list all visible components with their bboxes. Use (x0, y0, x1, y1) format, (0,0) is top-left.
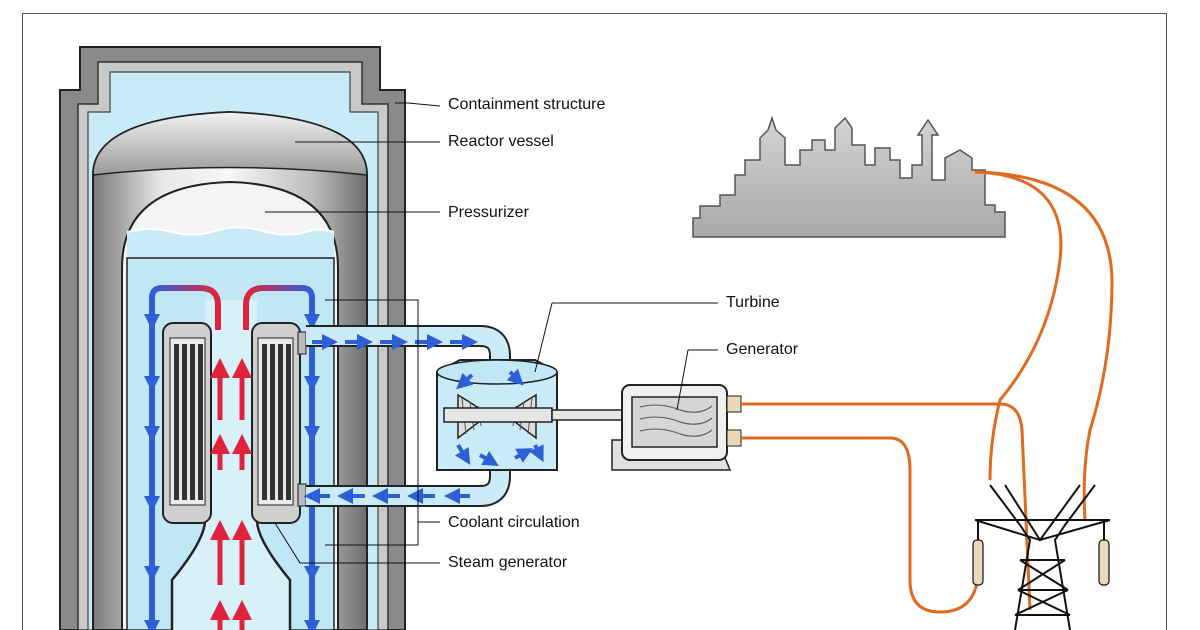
primary-coolant-loop (144, 285, 320, 630)
power-lines (741, 170, 1114, 614)
frame-right-border (1166, 13, 1167, 630)
label-turbine: Turbine (726, 294, 780, 311)
callout-leaders (265, 102, 718, 564)
turbine (436, 359, 558, 471)
label-reactor-vessel: Reactor vessel (448, 133, 554, 150)
steam-generator-left (162, 322, 212, 524)
insulator-right (1098, 539, 1110, 586)
city-skyline (692, 115, 1006, 238)
frame-top-border (22, 13, 1167, 14)
frame-left-border (22, 13, 23, 630)
transmission-tower (974, 484, 1111, 630)
generator (611, 384, 742, 471)
steam-pipes (304, 325, 511, 507)
label-coolant-circulation: Coolant circulation (448, 514, 580, 531)
label-pressurizer: Pressurizer (448, 204, 529, 221)
turbine-shaft (551, 409, 631, 421)
label-steam-generator: Steam generator (448, 554, 568, 571)
label-generator: Generator (726, 341, 799, 358)
label-containment-structure: Containment structure (448, 96, 606, 113)
steam-generator-right (251, 322, 307, 524)
insulator-left (972, 539, 984, 586)
reactor-core-channel (170, 300, 292, 630)
